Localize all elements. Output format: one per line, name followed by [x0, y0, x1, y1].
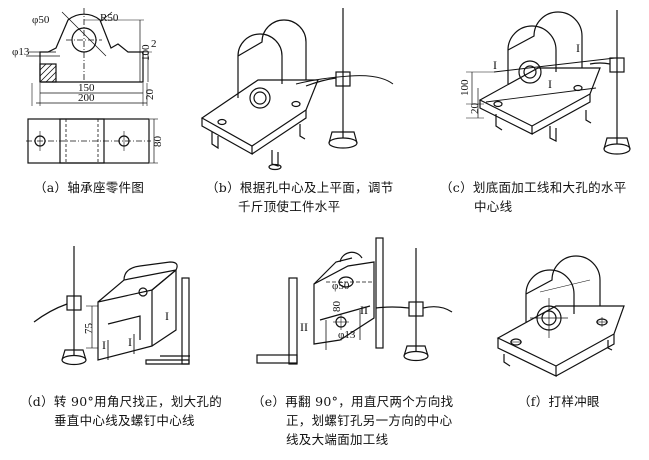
caption-e: （e）再翻 90°，用直尺两个方向找 正，划螺钉孔另一方向的中心 线及大端面加工…	[252, 392, 453, 449]
dim-100-a: 100	[140, 44, 152, 61]
label-i-mid-d: I	[128, 335, 132, 349]
caption-e-line1: （e）再翻 90°，用直尺两个方向找	[252, 394, 454, 409]
label-i-front-d: I	[102, 338, 106, 352]
dim-150-a: 150	[78, 82, 95, 94]
label-ii-left-e: II	[300, 320, 308, 334]
panel-f-drawing	[496, 255, 625, 377]
dim-75-d: 75	[83, 323, 95, 335]
caption-c-line2: 中心线	[474, 199, 513, 214]
caption-d-line1: （d）转 90°用角尺找正，划大孔的	[20, 394, 223, 409]
dim-r50-a: R50	[100, 12, 119, 24]
panel-e-drawing	[256, 237, 453, 365]
label-i-right-c: I	[576, 41, 580, 55]
panel-d-drawing	[33, 246, 190, 366]
dim-80-e: 80	[331, 301, 343, 313]
panel-a-drawing	[26, 8, 158, 164]
caption-f-line1: （f）打样冲眼	[518, 394, 600, 409]
label-ii-right-e: II	[360, 303, 368, 317]
label-i-left-c: I	[493, 58, 497, 72]
caption-c: （c）划底面加工线和大孔的水平 中心线	[440, 178, 627, 216]
caption-b: （b）根据孔中心及上平面，调节 千斤顶使工件水平	[206, 178, 394, 216]
caption-e-line2: 正，划螺钉孔另一方向的中心	[286, 413, 453, 428]
caption-d: （d）转 90°用角尺找正，划大孔的 垂直中心线及螺钉中心线	[20, 392, 222, 430]
dim-20-a: 20	[144, 89, 156, 101]
caption-f: （f）打样冲眼	[518, 392, 600, 411]
label-i-right-d: I	[165, 309, 169, 323]
panel-c-drawing	[466, 10, 631, 155]
dim-phi13-a: φ13	[12, 46, 30, 58]
caption-c-line1: （c）划底面加工线和大孔的水平	[440, 180, 627, 195]
dim-200-a: 200	[78, 92, 95, 104]
dim-80-a: 80	[152, 136, 164, 148]
dim-2-a: 2	[151, 38, 157, 50]
caption-b-line2: 千斤顶使工件水平	[238, 199, 341, 214]
dim-phi13-e: φ13	[338, 329, 356, 341]
dim-phi50-a: φ50	[32, 14, 50, 26]
label-i-low-c: I	[548, 77, 552, 91]
dim-20-c: 20	[469, 103, 481, 115]
caption-b-line1: （b）根据孔中心及上平面，调节	[206, 180, 394, 195]
caption-a-line1: （a）轴承座零件图	[34, 180, 145, 195]
panel-b-drawing	[200, 8, 394, 171]
caption-d-line2: 垂直中心线及螺钉中心线	[54, 413, 195, 428]
dim-phi50-e: φ50	[332, 280, 350, 292]
caption-a: （a）轴承座零件图	[34, 178, 144, 197]
dim-100-c: 100	[459, 79, 471, 96]
caption-e-line3: 线及大端面加工线	[286, 432, 389, 447]
